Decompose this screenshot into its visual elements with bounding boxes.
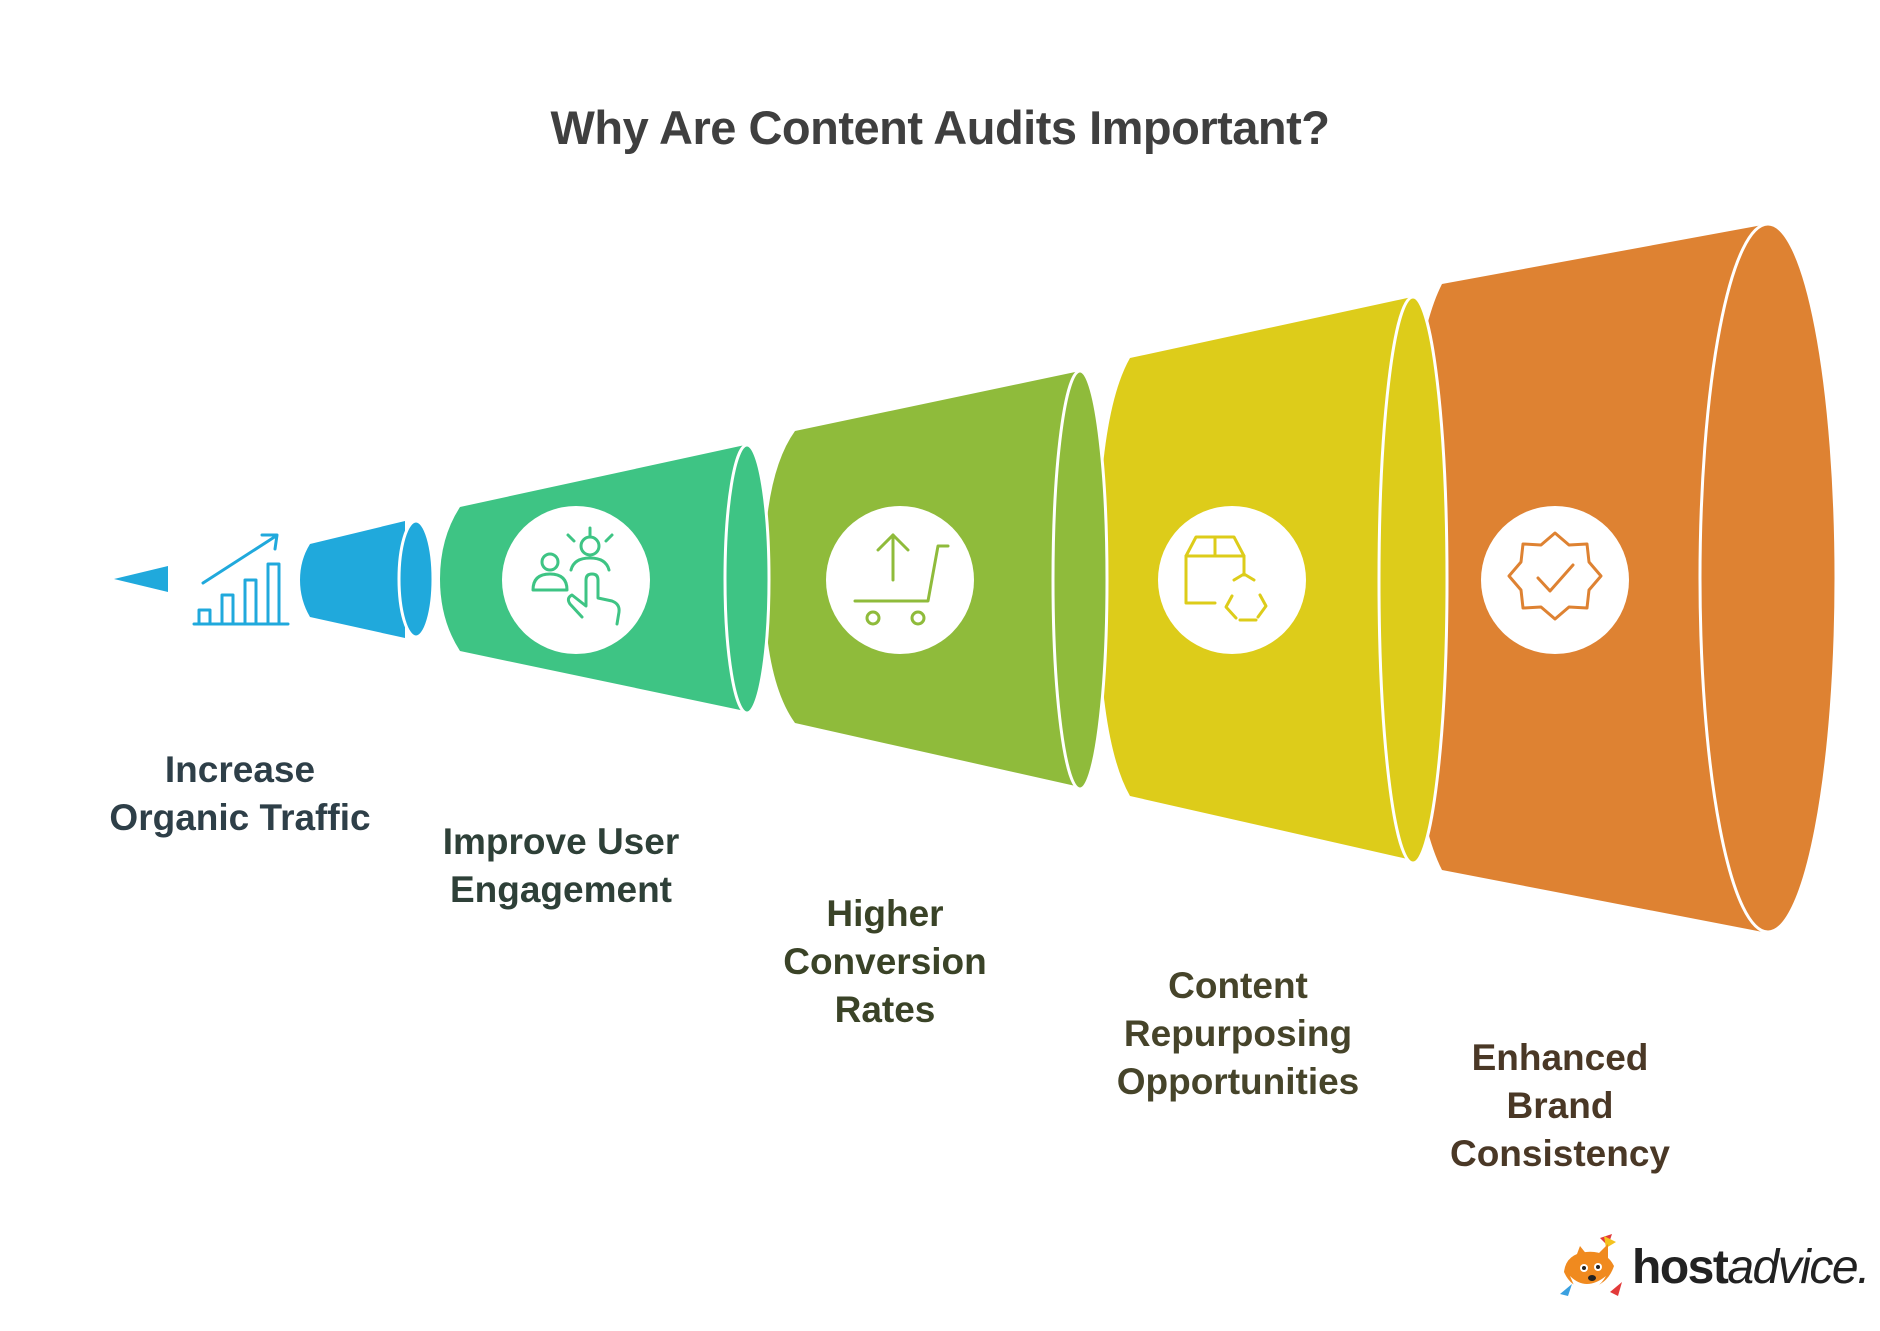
verified-badge-icon <box>1507 531 1603 621</box>
stage-label-content-repurposing-opportunities: Content Repurposing Opportunities <box>1116 965 1360 1102</box>
stage-label-higher-conversion-rates: Higher Conversion Rates <box>783 893 987 1030</box>
stage-label-increase-organic-traffic: Increase Organic Traffic <box>109 749 371 838</box>
funnel-segment-2 <box>440 443 771 715</box>
user-engagement-icon <box>531 526 621 626</box>
stage-label-enhanced-brand-consistency: Enhanced Brand Consistency <box>1449 1037 1670 1174</box>
funnel-segment-1 <box>114 519 435 639</box>
fox-mascot-icon <box>1560 1234 1622 1296</box>
shopping-cart-upload-icon <box>853 533 950 626</box>
logo-wordmark: hostadvice. <box>1632 1240 1870 1294</box>
funnel-segment-5 <box>1406 222 1838 934</box>
stage-label-improve-user-engagement: Improve User Engagement <box>442 821 680 910</box>
funnel-segment-4 <box>1098 295 1449 865</box>
page-title: Why Are Content Audits Important? <box>550 101 1330 154</box>
box-recycle-icon <box>1184 535 1268 622</box>
funnel-segment-3 <box>764 369 1109 791</box>
growth-chart-icon <box>192 533 290 626</box>
hostadvice-logo: hostadvice. <box>1556 1232 1870 1302</box>
